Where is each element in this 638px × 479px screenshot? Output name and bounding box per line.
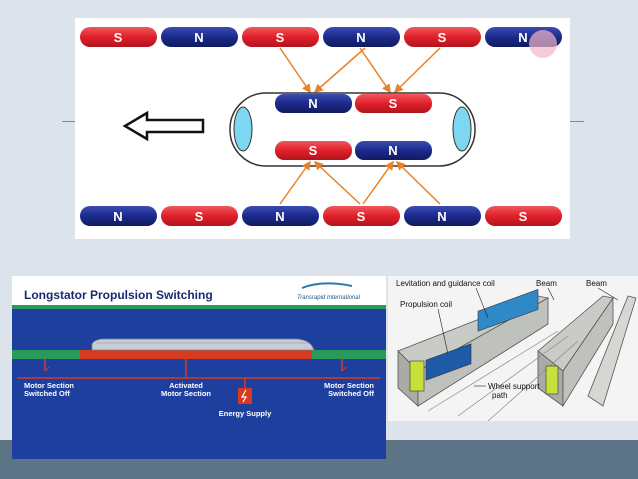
svg-text:N: N bbox=[194, 30, 203, 45]
wheel-support-label: Wheel support bbox=[488, 382, 540, 391]
capsule-window-right bbox=[452, 106, 472, 152]
magnet-diagram: S N S N S N N S S N bbox=[75, 18, 570, 239]
propulsion-switching-svg: Longstator Propulsion Switching Transrap… bbox=[12, 276, 386, 459]
top-magnet-1: S bbox=[80, 27, 157, 47]
propulsion-coil-label: Propulsion coil bbox=[400, 300, 452, 309]
guideway-svg: Levitation and guidance coil Beam Beam P… bbox=[388, 276, 638, 421]
motor-section-off-right bbox=[312, 350, 386, 359]
switch-left-icon bbox=[44, 366, 50, 372]
propulsion-switching-diagram: Longstator Propulsion Switching Transrap… bbox=[12, 276, 386, 459]
svg-text:S: S bbox=[276, 30, 285, 45]
transrapid-logo: Transrapid International bbox=[297, 282, 361, 301]
svg-text:N: N bbox=[275, 209, 284, 224]
inner-bottom-magnet-1: S bbox=[275, 141, 352, 160]
motor-section-off-left bbox=[12, 350, 80, 359]
left-label-line1: Motor Section bbox=[24, 381, 74, 390]
capsule-window-left bbox=[233, 106, 253, 152]
divider-line-right bbox=[570, 121, 584, 122]
top-magnet-2: N bbox=[161, 27, 238, 47]
wheel-support-path bbox=[427, 330, 579, 421]
motor-section-active bbox=[80, 350, 312, 359]
svg-text:N: N bbox=[308, 96, 317, 111]
svg-text:N: N bbox=[518, 30, 527, 45]
energy-supply-label: Energy Supply bbox=[219, 409, 272, 418]
inner-top-magnet-1: N bbox=[275, 94, 352, 113]
bottom-magnet-5: N bbox=[404, 206, 481, 226]
top-magnet-5: S bbox=[404, 27, 481, 47]
levitation-coil-label: Levitation and guidance coil bbox=[396, 279, 495, 288]
divider-line-left bbox=[62, 121, 76, 122]
inner-top-magnet-2: S bbox=[355, 94, 432, 113]
svg-text:S: S bbox=[309, 143, 318, 158]
switching-title: Longstator Propulsion Switching bbox=[24, 288, 213, 302]
watermark-logo bbox=[529, 30, 557, 58]
bottom-magnet-4: S bbox=[323, 206, 400, 226]
bottom-magnet-1: N bbox=[80, 206, 157, 226]
direction-arrow-icon bbox=[122, 110, 205, 142]
center-label-line1: Activated bbox=[169, 381, 203, 390]
svg-text:N: N bbox=[388, 143, 397, 158]
inner-bottom-magnet-2: N bbox=[355, 141, 432, 160]
svg-text:S: S bbox=[389, 96, 398, 111]
top-magnet-4: N bbox=[323, 27, 400, 47]
beam-label-2: Beam bbox=[586, 279, 607, 288]
inner-bottom-magnets: S N bbox=[275, 141, 432, 160]
magnet-diagram-svg: S N S N S N N S S N bbox=[80, 27, 562, 226]
svg-text:S: S bbox=[519, 209, 528, 224]
center-label-line2: Motor Section bbox=[161, 389, 211, 398]
right-label-line1: Motor Section bbox=[324, 381, 374, 390]
switch-right-icon bbox=[341, 366, 347, 372]
svg-text:N: N bbox=[437, 209, 446, 224]
switching-background bbox=[12, 309, 386, 459]
force-arrows-top bbox=[279, 47, 441, 94]
vehicle-capsule bbox=[229, 92, 476, 167]
leader-lines bbox=[437, 287, 619, 355]
bottom-magnet-row: N S N S N S bbox=[80, 206, 562, 226]
force-arrows-bottom bbox=[279, 160, 441, 205]
energy-supply-icon bbox=[238, 388, 252, 404]
svg-text:S: S bbox=[195, 209, 204, 224]
guideway-diagram: Levitation and guidance coil Beam Beam P… bbox=[388, 276, 638, 421]
wheel-path-label: path bbox=[492, 391, 508, 400]
top-magnet-3: S bbox=[242, 27, 319, 47]
inner-top-magnets: N S bbox=[275, 94, 432, 113]
supply-lines bbox=[17, 359, 380, 388]
train-silhouette bbox=[91, 338, 315, 351]
svg-text:N: N bbox=[356, 30, 365, 45]
bottom-magnet-3: N bbox=[242, 206, 319, 226]
left-label-line2: Switched Off bbox=[24, 389, 70, 398]
right-label-line2: Switched Off bbox=[328, 389, 374, 398]
svg-text:N: N bbox=[113, 209, 122, 224]
svg-text:S: S bbox=[357, 209, 366, 224]
svg-text:S: S bbox=[438, 30, 447, 45]
bottom-magnet-2: S bbox=[161, 206, 238, 226]
beam-label-1: Beam bbox=[536, 279, 557, 288]
propulsion-coils bbox=[409, 288, 559, 395]
top-magnet-row: S N S N S N bbox=[80, 27, 562, 47]
svg-text:Transrapid International: Transrapid International bbox=[297, 295, 361, 301]
bottom-magnet-6: S bbox=[485, 206, 562, 226]
svg-text:S: S bbox=[114, 30, 123, 45]
